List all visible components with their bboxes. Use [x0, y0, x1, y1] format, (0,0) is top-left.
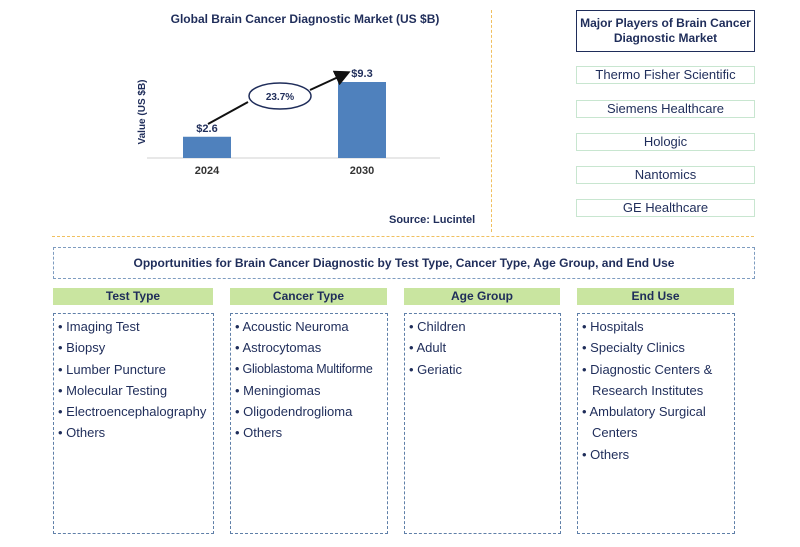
- growth-arrow-left: [207, 101, 249, 125]
- list-item: Oligodendroglioma: [235, 401, 387, 422]
- list-item: Lumber Puncture: [58, 359, 213, 380]
- bar-2024: [183, 136, 231, 158]
- bar-2030: [338, 82, 386, 158]
- list-item: Others: [58, 422, 213, 443]
- list-item: Molecular Testing: [58, 380, 213, 401]
- vertical-divider: [491, 10, 492, 232]
- list-item: Adult: [409, 337, 560, 358]
- cagr-label: 23.7%: [266, 92, 294, 103]
- column-header-age-group: Age Group: [404, 288, 560, 305]
- column-box-end-use: Hospitals Specialty Clinics Diagnostic C…: [577, 313, 735, 534]
- chart-title: Global Brain Cancer Diagnostic Market (U…: [170, 12, 440, 26]
- column-header-test-type: Test Type: [53, 288, 213, 305]
- list-item: Diagnostic Centers & Research Institutes: [582, 359, 734, 402]
- player-item: Siemens Healthcare: [576, 100, 755, 118]
- data-label: $2.6: [196, 123, 217, 135]
- x-tick-label: 2024: [195, 165, 220, 177]
- column-header-cancer-type: Cancer Type: [230, 288, 387, 305]
- player-item: Thermo Fisher Scientific: [576, 66, 755, 84]
- list-item: Others: [235, 422, 387, 443]
- list-item: Specialty Clinics: [582, 337, 734, 358]
- y-axis-label: Value (US $B): [137, 79, 148, 144]
- list-item: Geriatic: [409, 359, 560, 380]
- player-item: GE Healthcare: [576, 199, 755, 217]
- list-item: Electroencephalography: [58, 401, 213, 422]
- list-item: Imaging Test: [58, 316, 213, 337]
- column-box-cancer-type: Acoustic Neuroma Astrocytomas Glioblasto…: [230, 313, 388, 534]
- source-label: Source: Lucintel: [389, 214, 476, 226]
- column-header-end-use: End Use: [577, 288, 734, 305]
- list-item: Ambulatory Surgical Centers: [582, 401, 734, 444]
- growth-arrow-right: [309, 70, 351, 91]
- data-label: $9.3: [351, 68, 372, 80]
- player-item: Hologic: [576, 133, 755, 151]
- list-item: Biopsy: [58, 337, 213, 358]
- list-item: Astrocytomas: [235, 337, 387, 358]
- bar-chart: Value (US $B) $2.6 2024 $9.3 2030 23.7%: [137, 68, 440, 177]
- x-tick-label: 2030: [350, 165, 374, 177]
- list-item: Children: [409, 316, 560, 337]
- player-item: Nantomics: [576, 166, 755, 184]
- column-box-age-group: Children Adult Geriatic: [404, 313, 561, 534]
- list-item: Hospitals: [582, 316, 734, 337]
- cagr-ellipse: [248, 82, 312, 110]
- list-item: Glioblastoma Multiforme: [235, 359, 387, 380]
- list-item: Acoustic Neuroma: [235, 316, 387, 337]
- opportunities-title: Opportunities for Brain Cancer Diagnosti…: [53, 247, 755, 279]
- players-title: Major Players of Brain Cancer Diagnostic…: [576, 10, 755, 52]
- horizontal-divider: [52, 236, 754, 237]
- list-item: Others: [582, 444, 734, 465]
- list-item: Meningiomas: [235, 380, 387, 401]
- column-box-test-type: Imaging Test Biopsy Lumber Puncture Mole…: [53, 313, 214, 534]
